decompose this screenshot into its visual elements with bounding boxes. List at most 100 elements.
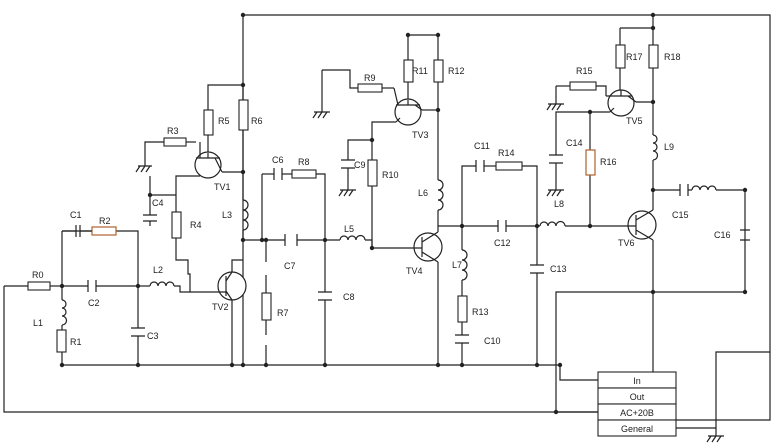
- label-R6: R6: [251, 116, 263, 126]
- transistor-TV6: [625, 209, 657, 241]
- resistor-R4: [171, 211, 182, 239]
- label-R3: R3: [167, 126, 179, 136]
- resistor-R18: [648, 44, 659, 69]
- inductor-L6: [437, 179, 444, 211]
- inductor-L2: [149, 281, 175, 287]
- ground-icon: [546, 97, 564, 111]
- capacitor-C16: [740, 229, 750, 241]
- junction-dots: [59, 12, 748, 415]
- label-C8: C8: [343, 292, 355, 302]
- ground-symbols: [135, 80, 724, 443]
- label-C3: C3: [147, 331, 159, 341]
- label-TV4: TV4: [406, 266, 423, 276]
- capacitor-C13: [530, 264, 544, 274]
- label-R18: R18: [664, 52, 681, 62]
- label-R9: R9: [364, 73, 376, 83]
- resistor-R5: [203, 109, 214, 136]
- transistor-TV3: [393, 87, 423, 126]
- resistor-R15: [569, 81, 597, 91]
- label-L7: L7: [452, 260, 462, 270]
- capacitor-C3: [131, 327, 145, 337]
- capacitor-C4: [143, 214, 157, 226]
- label-R8: R8: [298, 157, 310, 167]
- resistor-R2: [91, 226, 117, 236]
- label-C13: C13: [550, 264, 567, 274]
- capacitor-C8: [318, 291, 332, 301]
- inductor-L9: [652, 134, 659, 161]
- capacitor-C14: [549, 154, 563, 164]
- resistor-R9: [357, 83, 383, 93]
- label-R15: R15: [576, 66, 593, 76]
- label-R12: R12: [448, 66, 465, 76]
- resistor-R6: [238, 99, 249, 131]
- label-C6: C6: [272, 155, 284, 165]
- terminal-label-out: Out: [630, 392, 645, 402]
- terminal-row-general: [597, 419, 677, 437]
- inductor-L8: [539, 220, 566, 227]
- resistor-R16: [585, 149, 596, 176]
- label-TV3: TV3: [412, 130, 429, 140]
- capacitor-C7: [284, 234, 298, 246]
- capacitor-C9: [341, 159, 355, 169]
- label-C2: C2: [88, 298, 100, 308]
- resistors: [27, 44, 659, 353]
- ground-icon: [546, 185, 564, 197]
- wiring: [3, 14, 771, 430]
- label-R0: R0: [32, 270, 44, 280]
- label-R17: R17: [626, 52, 643, 62]
- ground-icon: [338, 180, 356, 197]
- terminal-label-in: In: [633, 376, 641, 386]
- label-TV1: TV1: [214, 182, 231, 192]
- inductors: [61, 134, 717, 326]
- label-C16: C16: [714, 230, 731, 240]
- label-C12: C12: [494, 238, 511, 248]
- label-R13: R13: [472, 307, 489, 317]
- inductor-L1: [61, 299, 68, 326]
- resistor-R7: [261, 292, 272, 321]
- label-L9: L9: [664, 142, 674, 152]
- label-L5: L5: [344, 224, 354, 234]
- capacitor-C10: [455, 334, 469, 344]
- resistor-R8: [291, 169, 317, 179]
- label-C1: C1: [70, 210, 82, 220]
- label-C14: C14: [566, 138, 583, 148]
- label-R1: R1: [70, 337, 82, 347]
- label-R14: R14: [498, 148, 515, 158]
- label-L6: L6: [418, 188, 428, 198]
- transistors: [190, 87, 657, 301]
- label-L2: L2: [153, 265, 163, 275]
- label-C7: C7: [284, 261, 296, 271]
- capacitor-C11: [475, 160, 485, 172]
- label-R7: R7: [277, 308, 289, 318]
- capacitor-C15: [679, 184, 689, 196]
- resistor-R10: [367, 159, 378, 187]
- resistor-R0: [27, 281, 51, 291]
- resistor-R17: [615, 44, 626, 69]
- resistor-R13: [457, 295, 468, 323]
- inductor-L5: [339, 234, 366, 241]
- label-TV6: TV6: [618, 238, 635, 248]
- label-L8: L8: [554, 199, 564, 209]
- terminal-label-general: General: [621, 424, 653, 434]
- label-R16: R16: [600, 157, 617, 167]
- transistor-TV5: [606, 89, 637, 117]
- ground-icon: [135, 160, 152, 173]
- terminal-label-ac: AC+20B: [620, 408, 654, 418]
- resistor-R12: [433, 59, 444, 83]
- terminal-block: In Out AC+20B General: [597, 371, 677, 437]
- capacitor-C1: [62, 225, 92, 237]
- inductor-coil-output: [691, 185, 717, 191]
- inductor-L7: [461, 249, 468, 281]
- capacitors: [62, 154, 750, 344]
- label-R4: R4: [190, 220, 202, 230]
- label-C15: C15: [672, 210, 689, 220]
- capacitor-C2: [87, 280, 97, 292]
- capacitor-C6: [273, 168, 283, 180]
- resistor-R3: [163, 137, 187, 147]
- capacitor-C12: [497, 220, 507, 232]
- label-L1: L1: [33, 318, 43, 328]
- label-R5: R5: [218, 116, 230, 126]
- resistor-R11: [403, 59, 414, 83]
- label-C4: C4: [152, 198, 164, 208]
